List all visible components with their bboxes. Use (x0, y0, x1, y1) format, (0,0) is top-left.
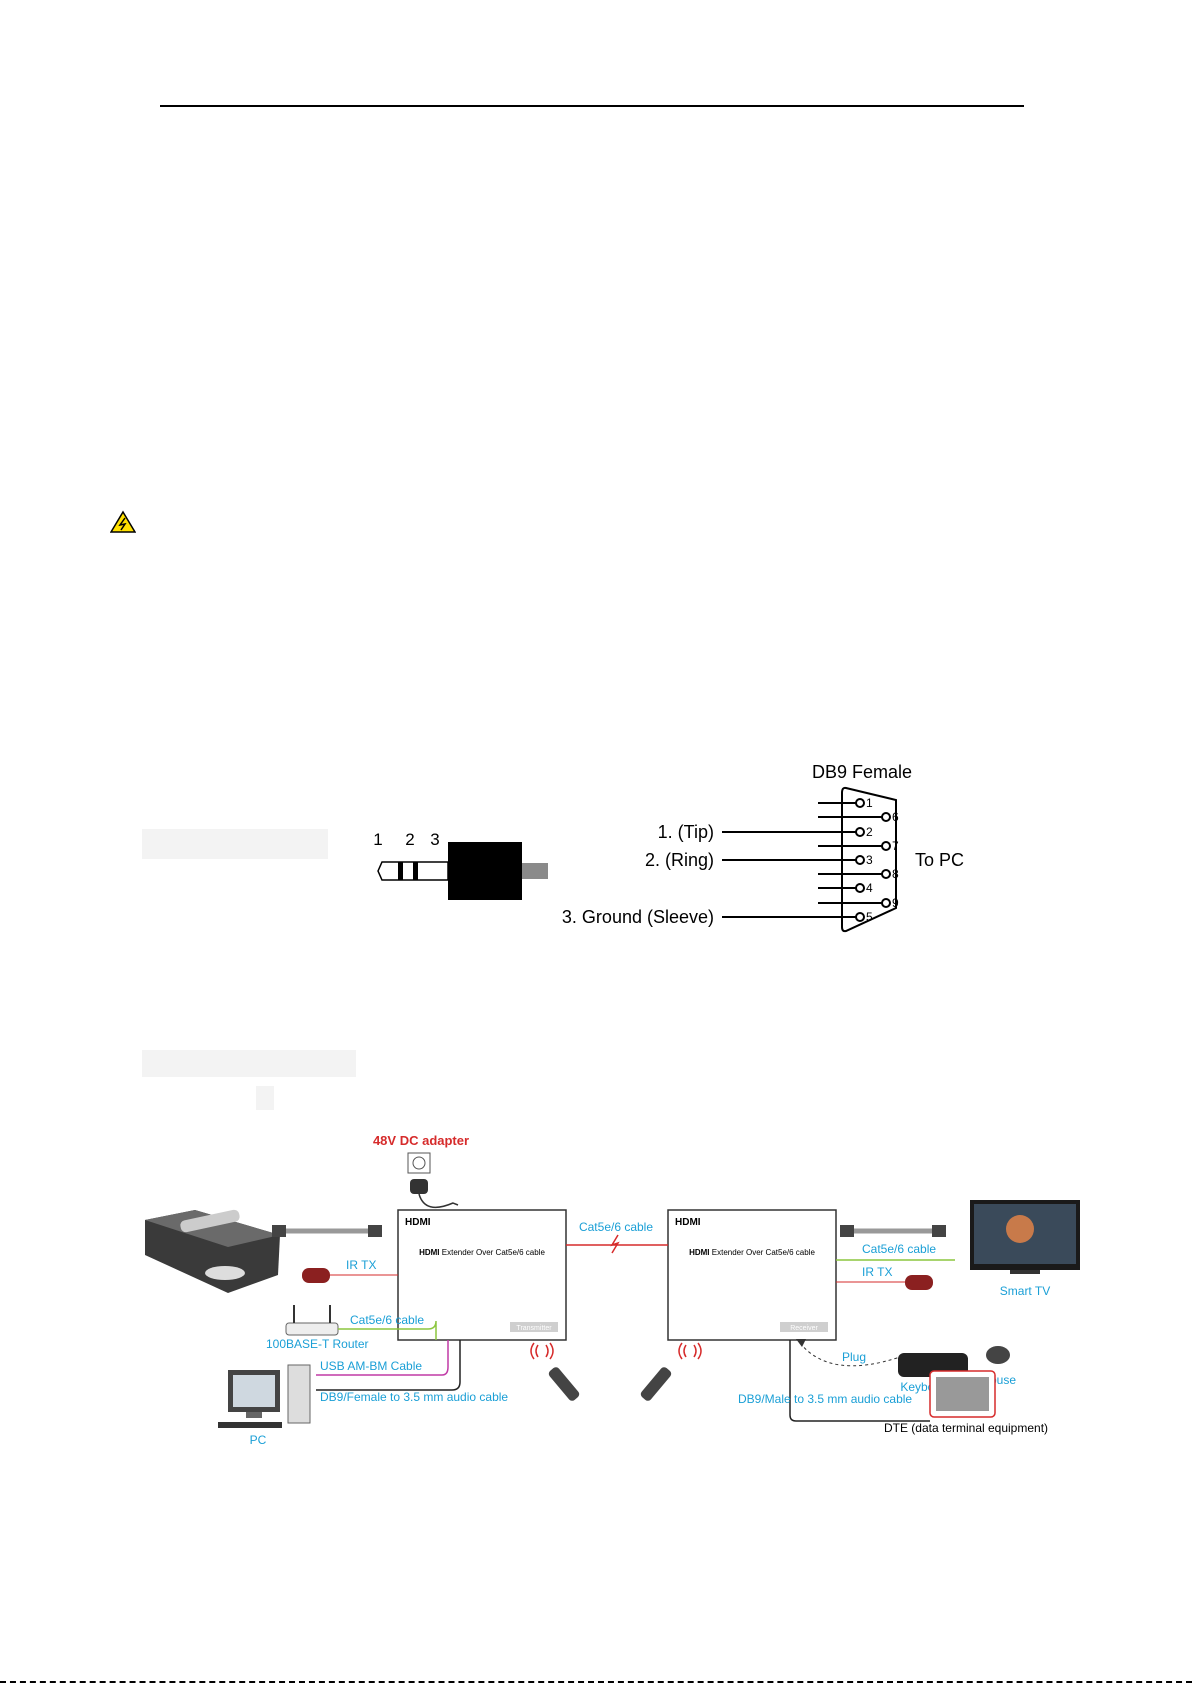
power-adapter-icon (407, 1152, 459, 1209)
db9-title: DB9 Female (812, 762, 912, 782)
footer-rule (0, 1681, 1192, 1683)
smart-tv-icon (970, 1200, 1080, 1274)
router-label: 100BASE-T Router (266, 1337, 369, 1351)
pin-label-5: 5 (866, 910, 873, 924)
transmitter-title: HDMI Extender Over Cat5e/6 cable (419, 1248, 545, 1257)
pin-label-8: 8 (892, 867, 899, 881)
db9-female-cable-label: DB9/Female to 3.5 mm audio cable (320, 1390, 508, 1404)
receiver-badge: Receiver (790, 1325, 818, 1332)
wire-label-ring: 2. (Ring) (645, 850, 714, 870)
jack-number-1: 1 (373, 830, 382, 849)
transmitter-box (397, 1209, 567, 1341)
receiver-title: HDMI Extender Over Cat5e/6 cable (689, 1248, 815, 1257)
wire-label-ground: 3. Ground (Sleeve) (562, 907, 714, 927)
cat-right-label: Cat5e/6 cable (862, 1242, 936, 1256)
pin-label-4: 4 (866, 881, 873, 895)
pin-label-2: 2 (866, 825, 873, 839)
hdmi-cable-icon (272, 1225, 382, 1237)
redacted-mark (256, 1086, 274, 1110)
dvd-player-icon (145, 1209, 280, 1293)
mouse-icon (986, 1346, 1010, 1364)
transmitter-badge: Transmitter (516, 1325, 552, 1332)
pc-label: PC (250, 1433, 267, 1447)
warning-icon (110, 510, 136, 533)
pin-label-1: 1 (866, 796, 873, 810)
router-icon (285, 1305, 339, 1336)
hdmi-cable-icon (840, 1225, 946, 1237)
receiver-box (667, 1209, 837, 1341)
header-rule (160, 105, 1024, 107)
jack-number-2: 2 (405, 830, 414, 849)
pin-label-7: 7 (892, 839, 899, 853)
ir-emitter-icon (302, 1268, 330, 1283)
jack-number-3: 3 (430, 830, 439, 849)
db9-male-cable-label: DB9/Male to 3.5 mm audio cable (738, 1392, 912, 1406)
to-pc-label: To PC (915, 850, 964, 870)
remote-control-icon (548, 1367, 580, 1401)
plug-label: Plug (842, 1350, 866, 1364)
ir-tx-right-label: IR TX (862, 1265, 892, 1279)
wire-label-tip: 1. (Tip) (658, 822, 714, 842)
adapter-label: 48V DC adapter (373, 1133, 469, 1148)
pin-label-9: 9 (892, 896, 899, 910)
pin-label-3: 3 (866, 853, 873, 867)
pin-label-6: 6 (892, 810, 899, 824)
pinout-figure: 1 2 3 DB9 Female 1 6 2 7 3 8 4 9 5 1. (T… (373, 762, 964, 933)
audio-jack-icon (377, 842, 548, 900)
connection-diagram: 48V DC adapter HDMI HDMI Extender Over C… (145, 1133, 1080, 1447)
redacted-label (142, 1050, 356, 1077)
dte-label: DTE (data terminal equipment) (884, 1421, 1048, 1435)
remote-control-icon (640, 1367, 672, 1401)
dte-tablet-icon (929, 1370, 996, 1418)
ir-emitter-icon (905, 1275, 933, 1290)
ir-tx-left-label: IR TX (346, 1258, 376, 1272)
link-cable-label: Cat5e/6 cable (579, 1220, 653, 1234)
receiver-logo: HDMI (675, 1217, 701, 1228)
cat-left-label: Cat5e/6 cable (350, 1313, 424, 1327)
pc-icon (218, 1364, 311, 1428)
redacted-label (142, 829, 328, 859)
smart-tv-label: Smart TV (1000, 1284, 1050, 1298)
usb-label: USB AM-BM Cable (320, 1359, 422, 1373)
transmitter-logo: HDMI (405, 1217, 431, 1228)
